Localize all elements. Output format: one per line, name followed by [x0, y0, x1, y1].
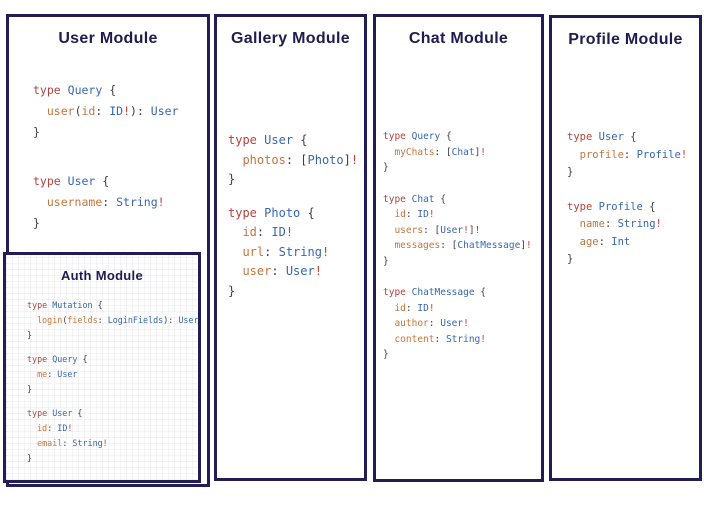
- panel-gallery-module: Gallery Module type User { photos: [Phot…: [214, 14, 367, 481]
- graphql-code-user-module: type Query { user(id: ID!): User}type Us…: [33, 83, 179, 230]
- graphql-code-gallery-module: type User { photos: [Photo]!}type Photo …: [228, 133, 359, 298]
- panel-title-user-module: User Module: [58, 30, 158, 47]
- graphql-code-chat-module: type Query { myChats: [Chat]!}type Chat …: [383, 131, 532, 360]
- graphql-code-auth-module: type Mutation { login(fields: LoginField…: [27, 300, 199, 463]
- panel-title-gallery-module: Gallery Module: [231, 30, 350, 47]
- panel-title-auth-module: Auth Module: [60, 268, 143, 283]
- panel-auth-module: Auth Module type Mutation { login(fields…: [3, 252, 201, 483]
- panel-chat-module: Chat Module type Query { myChats: [Chat]…: [373, 14, 544, 482]
- graphql-code-profile-module: type User { profile: Profile!}type Profi…: [567, 131, 688, 265]
- panel-title-chat-module: Chat Module: [408, 30, 509, 47]
- panel-profile-module: Profile Module type User { profile: Prof…: [549, 15, 702, 481]
- panel-title-profile-module: Profile Module: [568, 31, 683, 48]
